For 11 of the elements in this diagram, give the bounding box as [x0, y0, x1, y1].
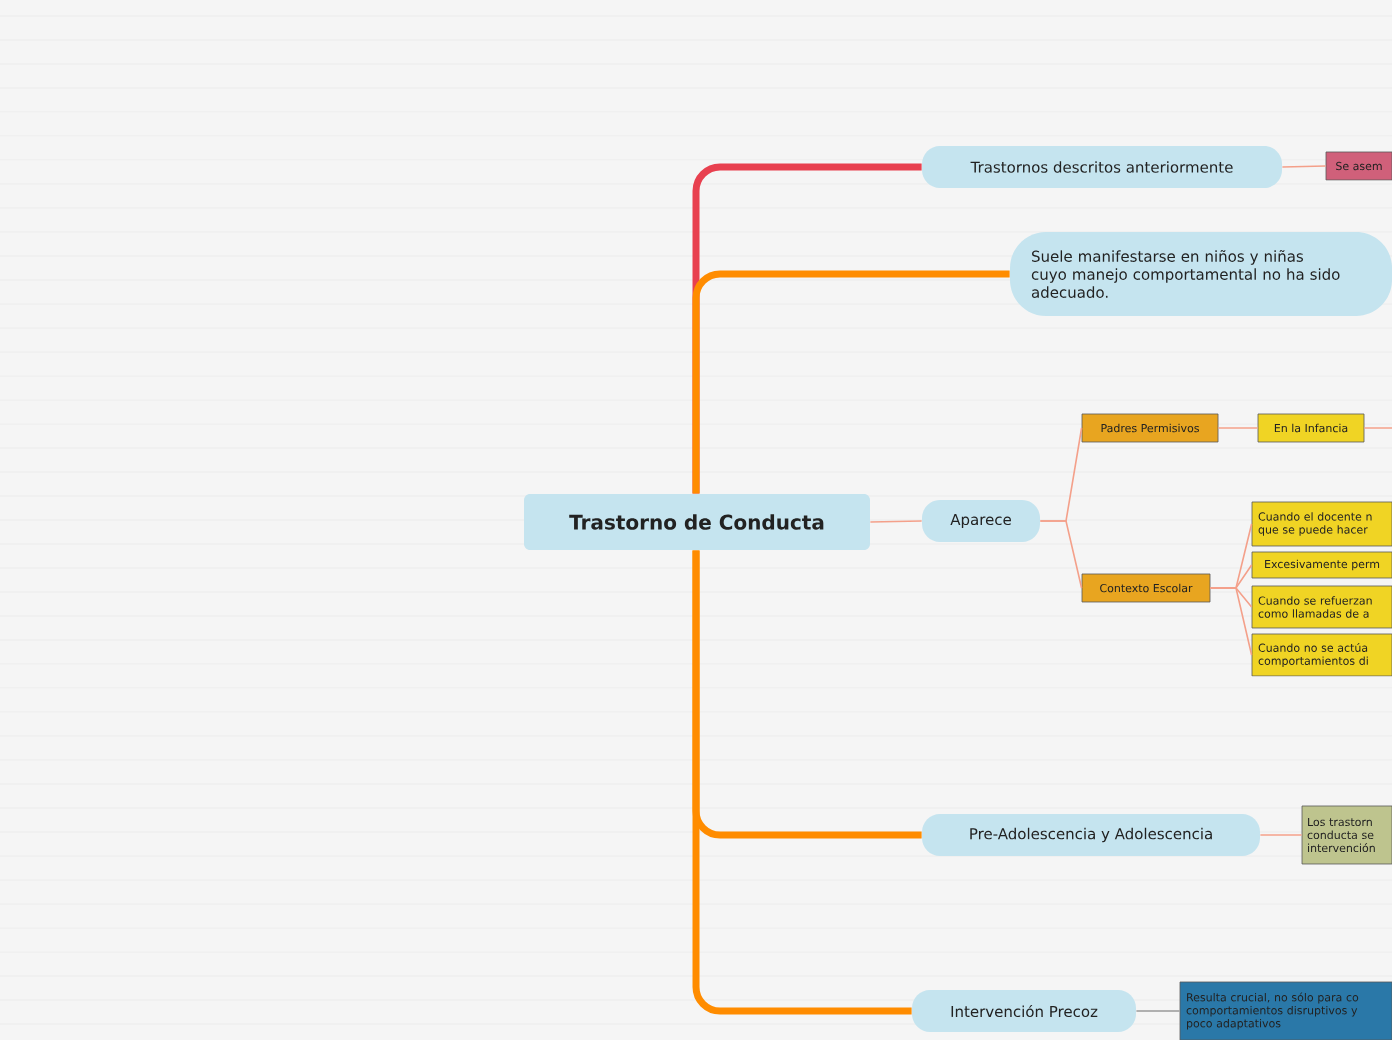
connector-line [1209, 587, 1253, 656]
connector-line [869, 520, 923, 523]
connector-line [1217, 427, 1259, 429]
connector-line [1363, 427, 1392, 429]
connector-line [692, 270, 1010, 494]
connector-line [1281, 165, 1327, 168]
connector-line [1135, 1010, 1181, 1012]
topic-box: Trastorno de Conducta [524, 494, 870, 550]
connector-line [692, 550, 912, 1015]
connector-line [1259, 834, 1303, 836]
connector-line [1039, 520, 1083, 589]
